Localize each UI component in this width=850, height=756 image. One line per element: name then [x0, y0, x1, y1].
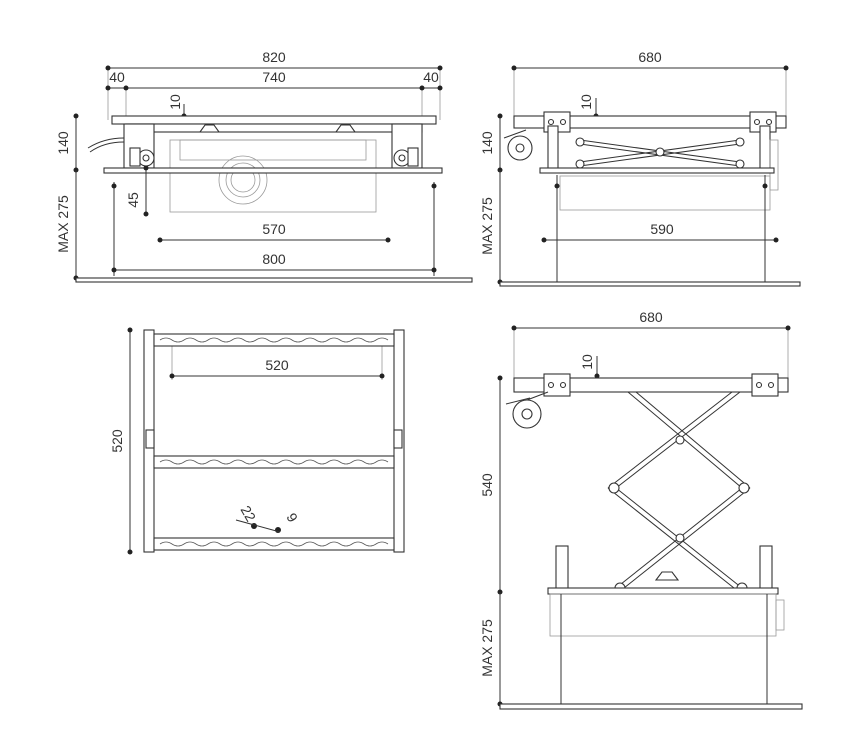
top-view: 520 22 9 520 [109, 327, 405, 555]
dim-max-drop-side: MAX 275 [479, 197, 495, 255]
top-beam-open [513, 377, 789, 393]
dim-bolt-offset: 10 [167, 94, 183, 110]
ceiling-plate-open [499, 703, 803, 710]
dim-side-left: 40 [109, 69, 125, 85]
dim-max-drop: MAX 275 [55, 195, 71, 253]
projector-body [169, 139, 377, 213]
dim-hole-b: 9 [283, 510, 301, 525]
dim-overall-width: 820 [262, 49, 286, 65]
dim-lift-height: 540 [479, 473, 495, 497]
side-mount-plate [539, 167, 775, 174]
dim-mount-width: 570 [262, 221, 286, 237]
dim-bolt-offset-side: 10 [578, 94, 594, 110]
power-cable [87, 137, 125, 149]
front-view: 820 40 740 40 10 [55, 49, 473, 283]
ceiling-plate-side [499, 281, 801, 287]
dim-drop: 45 [125, 192, 141, 208]
cross-bar-top [153, 333, 395, 347]
top-frame [111, 115, 437, 125]
ceiling-plate [75, 277, 473, 283]
dim-bolt-offset-open: 10 [579, 354, 595, 370]
side-view-open: 680 10 [479, 309, 803, 710]
dim-frame-depth: 520 [109, 429, 125, 453]
cross-bar-middle [153, 455, 395, 469]
dim-center-width: 740 [262, 69, 286, 85]
dim-frame-height: 140 [55, 131, 71, 155]
dim-bottom-width: 800 [262, 251, 286, 267]
dim-rail-spacing: 520 [265, 357, 289, 373]
mount-plate [103, 167, 443, 174]
dim-mount-length: 590 [650, 221, 674, 237]
dim-side-right: 40 [423, 69, 439, 85]
cross-bar-bottom [153, 537, 395, 551]
lift-plate [547, 587, 779, 595]
side-view-closed: 680 10 140 [479, 49, 801, 287]
dim-overall-length: 680 [638, 49, 662, 65]
dim-hole-a: 22 [238, 503, 260, 525]
dim-overall-length-open: 680 [639, 309, 663, 325]
top-beam [513, 115, 787, 129]
dim-max-drop-open: MAX 275 [479, 619, 495, 677]
dim-frame-height-side: 140 [479, 131, 495, 155]
projector-lens [218, 155, 268, 205]
